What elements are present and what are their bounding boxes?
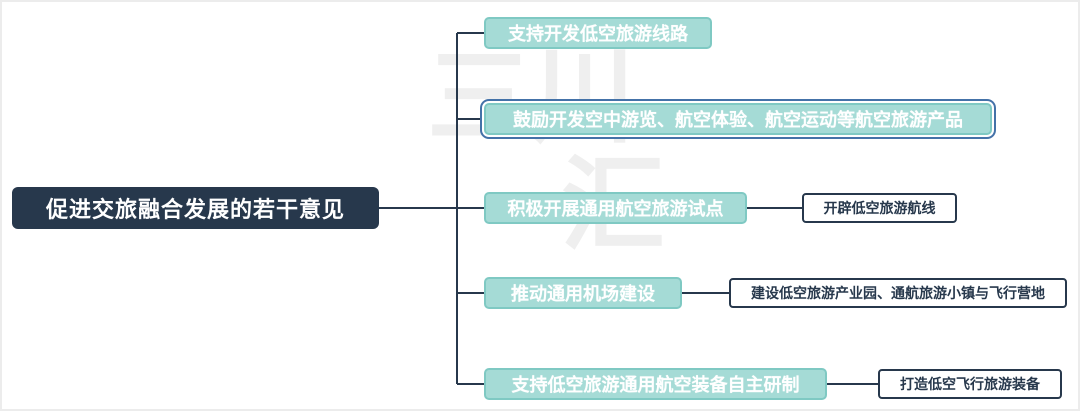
leaf-node-3[interactable]: 开辟低空旅游航线 xyxy=(802,193,957,223)
branch-node-1[interactable]: 支持开发低空旅游线路 xyxy=(484,17,712,49)
watermark-text-top: 三川 xyxy=(427,40,636,156)
branch-node-2-selected[interactable]: 鼓励开发空中游览、航空体验、航空运动等航空旅游产品 xyxy=(484,103,992,135)
branch-node-3-label: 积极开展通用航空旅游试点 xyxy=(507,199,724,219)
leaf-node-5[interactable]: 打造低空飞行旅游装备 xyxy=(878,369,1062,399)
branch-node-2-label: 鼓励开发空中游览、航空体验、航空运动等航空旅游产品 xyxy=(513,110,963,130)
watermark: 三川 汇 xyxy=(427,44,665,260)
branch-node-1-label: 支持开发低空旅游线路 xyxy=(508,24,688,44)
leaf-node-4-label: 建设低空旅游产业园、通航旅游小镇与飞行营地 xyxy=(751,285,1045,301)
root-node[interactable]: 促进交旅融合发展的若干意见 xyxy=(12,187,379,229)
leaf-node-5-label: 打造低空飞行旅游装备 xyxy=(900,376,1040,392)
branch-node-3[interactable]: 积极开展通用航空旅游试点 xyxy=(484,192,747,224)
root-node-label: 促进交旅融合发展的若干意见 xyxy=(45,197,345,222)
leaf-node-4[interactable]: 建设低空旅游产业园、通航旅游小镇与飞行营地 xyxy=(729,278,1067,308)
branch-node-4-label: 推动通用机场建设 xyxy=(511,284,655,304)
branch-node-5[interactable]: 支持低空旅游通用航空装备自主研制 xyxy=(484,368,827,400)
branch-node-4[interactable]: 推动通用机场建设 xyxy=(484,277,682,309)
branch-node-5-label: 支持低空旅游通用航空装备自主研制 xyxy=(511,375,800,395)
leaf-node-3-label: 开辟低空旅游航线 xyxy=(823,200,936,216)
